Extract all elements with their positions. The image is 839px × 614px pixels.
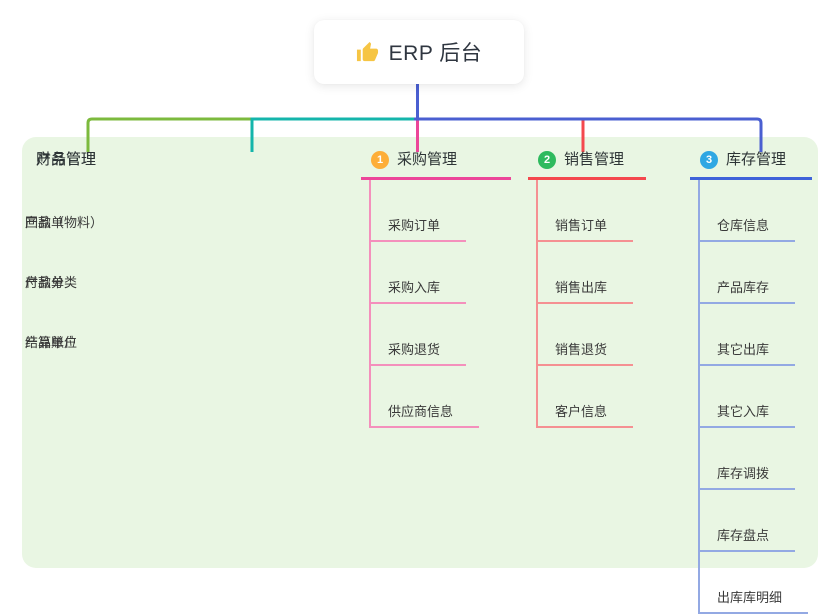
connector-root-and-branch-5 xyxy=(414,83,763,152)
child-node[interactable]: 其它入库 xyxy=(700,366,796,428)
child-node[interactable]: 客户信息 xyxy=(538,366,634,428)
badge-number-4: 4 xyxy=(15,154,23,166)
child-node[interactable]: 回款单 xyxy=(25,215,65,230)
badge-number-3: 3 xyxy=(700,151,718,169)
child-node[interactable]: 销售出库 xyxy=(538,242,634,304)
child-node[interactable]: 产品（物料） xyxy=(25,215,104,230)
branch-sales-children: 销售订单 销售出库 销售退货 客户信息 xyxy=(536,180,646,428)
branch-finance-children: 回款单 付款单 结算账户 xyxy=(8,177,103,357)
child-node[interactable]: 销售退货 xyxy=(538,304,634,366)
child-node[interactable]: 产品分类 xyxy=(25,275,78,290)
branch-inventory-title: 库存管理 xyxy=(726,151,787,168)
thumbs-up-icon xyxy=(356,41,378,61)
branch-product: 4 产品管理 产品（物料） 产品分类 产品单位 xyxy=(0,150,129,357)
root-node-erp[interactable]: ERP 后台 xyxy=(314,20,524,84)
branch-sales-header[interactable]: 2 销售管理 xyxy=(528,150,646,180)
branch-purchase-title: 采购管理 xyxy=(397,151,458,168)
child-node[interactable]: 采购订单 xyxy=(371,180,467,242)
child-node[interactable]: 付款单 xyxy=(25,275,65,290)
badge-number-2: 2 xyxy=(538,151,556,169)
branch-product-header[interactable]: 4 产品管理 xyxy=(0,150,129,177)
child-node[interactable]: 出库库明细 xyxy=(700,552,809,614)
connector-branch-1 xyxy=(86,117,252,152)
mindmap-branch-panel xyxy=(22,137,818,568)
child-node[interactable]: 供应商信息 xyxy=(371,366,480,428)
child-node[interactable]: 采购退货 xyxy=(371,304,467,366)
root-node-title: ERP 后台 xyxy=(388,42,483,65)
child-node[interactable]: 销售订单 xyxy=(538,180,634,242)
branch-sales: 2 销售管理 销售订单 销售出库 销售退货 客户信息 xyxy=(528,150,646,428)
connector-branch-2 xyxy=(250,117,416,152)
connector-lines xyxy=(86,83,763,152)
branch-inventory: 3 库存管理 仓库信息 产品库存 其它出库 其它入库 库存调拨 库存盘点 出库库… xyxy=(690,150,812,614)
child-node[interactable]: 产品库存 xyxy=(700,242,796,304)
branch-finance-title: 财务管理 xyxy=(36,151,97,168)
child-node[interactable]: 产品单位 xyxy=(25,335,78,350)
child-node[interactable]: 其它出库 xyxy=(700,304,796,366)
child-node[interactable]: 结算账户 xyxy=(25,335,78,350)
branch-finance: 5 财务管理 回款单 付款单 结算账户 xyxy=(0,150,103,357)
child-node[interactable]: 库存调拨 xyxy=(700,428,796,490)
badge-number-1: 1 xyxy=(371,151,389,169)
badge-number-5: 5 xyxy=(15,154,23,166)
child-node[interactable]: 库存盘点 xyxy=(700,490,796,552)
child-node[interactable]: 采购入库 xyxy=(371,242,467,304)
branch-inventory-header[interactable]: 3 库存管理 xyxy=(690,150,812,180)
branch-purchase: 1 采购管理 采购订单 采购入库 采购退货 供应商信息 xyxy=(361,150,511,428)
branch-finance-header[interactable]: 5 财务管理 xyxy=(0,150,103,177)
branch-product-children: 产品（物料） 产品分类 产品单位 xyxy=(8,177,129,357)
child-node[interactable]: 仓库信息 xyxy=(700,180,796,242)
branch-purchase-header[interactable]: 1 采购管理 xyxy=(361,150,511,180)
branch-purchase-children: 采购订单 采购入库 采购退货 供应商信息 xyxy=(369,180,511,428)
branch-inventory-children: 仓库信息 产品库存 其它出库 其它入库 库存调拨 库存盘点 出库库明细 xyxy=(698,180,812,614)
branch-product-title: 产品管理 xyxy=(36,151,97,168)
branch-sales-title: 销售管理 xyxy=(564,151,625,168)
